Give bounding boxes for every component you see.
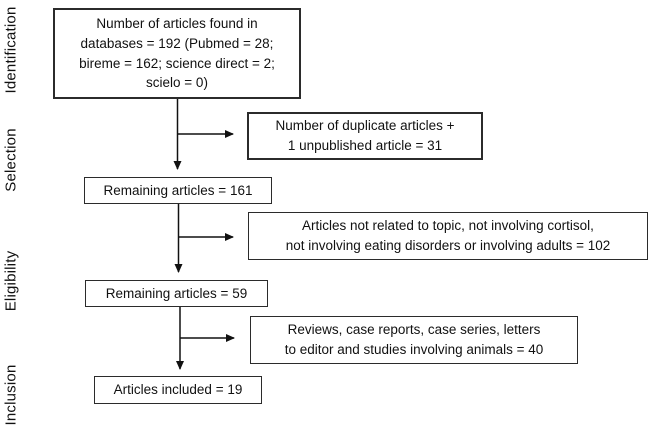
- box-excluded-not-related-to-topic: Articles not related to topic, not invol…: [248, 212, 648, 260]
- stage-label-inclusion: Inclusion: [2, 364, 20, 426]
- box-excluded-duplicates: Number of duplicate articles + 1 unpubli…: [247, 112, 483, 160]
- box-articles-included: Articles included = 19: [94, 376, 262, 404]
- box-remaining-articles-59: Remaining articles = 59: [85, 280, 268, 307]
- box-excluded-reviews-case-reports: Reviews, case reports, case series, lett…: [250, 316, 578, 364]
- box-remaining-articles-161: Remaining articles = 161: [84, 177, 272, 204]
- stage-label-eligibility: Eligibility: [2, 250, 20, 312]
- stage-label-identification: Identification: [2, 6, 20, 94]
- box-articles-found-in-databases: Number of articles found in databases = …: [53, 8, 301, 99]
- stage-label-selection: Selection: [2, 128, 20, 192]
